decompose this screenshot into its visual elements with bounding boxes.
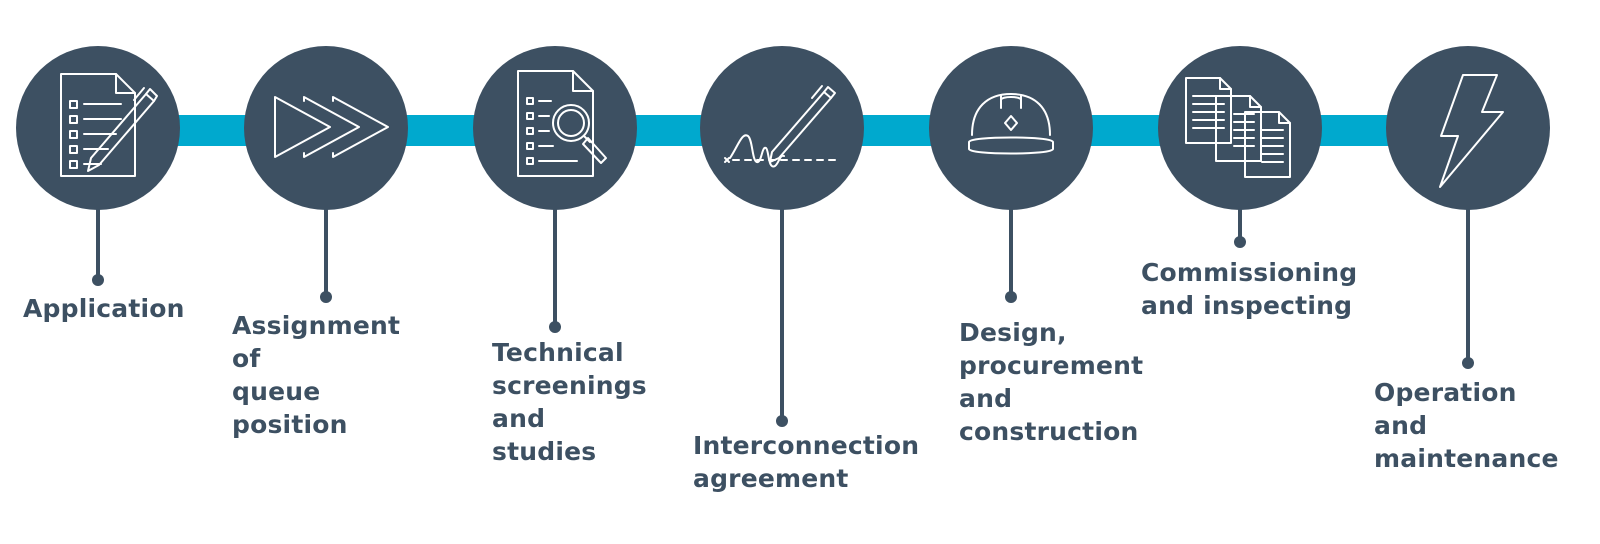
- step-dot: [1234, 236, 1246, 248]
- step-label: Operation and maintenance: [1374, 378, 1559, 473]
- step-node: [1386, 46, 1550, 210]
- step-label: Technical screenings and studies: [492, 338, 647, 466]
- lightning-bolt-icon: [1439, 74, 1504, 188]
- step-stem: [553, 205, 557, 327]
- step-dot: [549, 321, 561, 333]
- step-label: Application: [23, 294, 185, 323]
- step-node: [16, 46, 180, 210]
- fast-forward-icon: [274, 96, 389, 158]
- documents-stack-icon: [1185, 77, 1291, 178]
- step-label: Interconnection agreement: [693, 431, 920, 493]
- step-node: [473, 46, 637, 210]
- checklist-pen-icon: [60, 73, 158, 177]
- step-dot: [776, 415, 788, 427]
- step-stem: [96, 205, 100, 280]
- step-stem: [324, 205, 328, 297]
- step-node: [929, 46, 1093, 210]
- step-dot: [1462, 357, 1474, 369]
- step-stem: [1238, 205, 1242, 242]
- step-node: [1158, 46, 1322, 210]
- hard-hat-icon: [968, 93, 1054, 155]
- step-stem: [1466, 205, 1470, 363]
- step-label: Assignment of queue position: [232, 311, 401, 439]
- document-magnifier-icon: [517, 70, 607, 177]
- step-node: [700, 46, 864, 210]
- step-dot: [1005, 291, 1017, 303]
- step-label: Commissioning and inspecting: [1141, 258, 1358, 320]
- step-node: [244, 46, 408, 210]
- step-dot: [92, 274, 104, 286]
- step-label: Design, procurement and construction: [959, 318, 1144, 446]
- step-dot: [320, 291, 332, 303]
- step-stem: [1009, 205, 1013, 297]
- signature-pen-icon: [724, 85, 841, 168]
- step-stem: [780, 205, 784, 421]
